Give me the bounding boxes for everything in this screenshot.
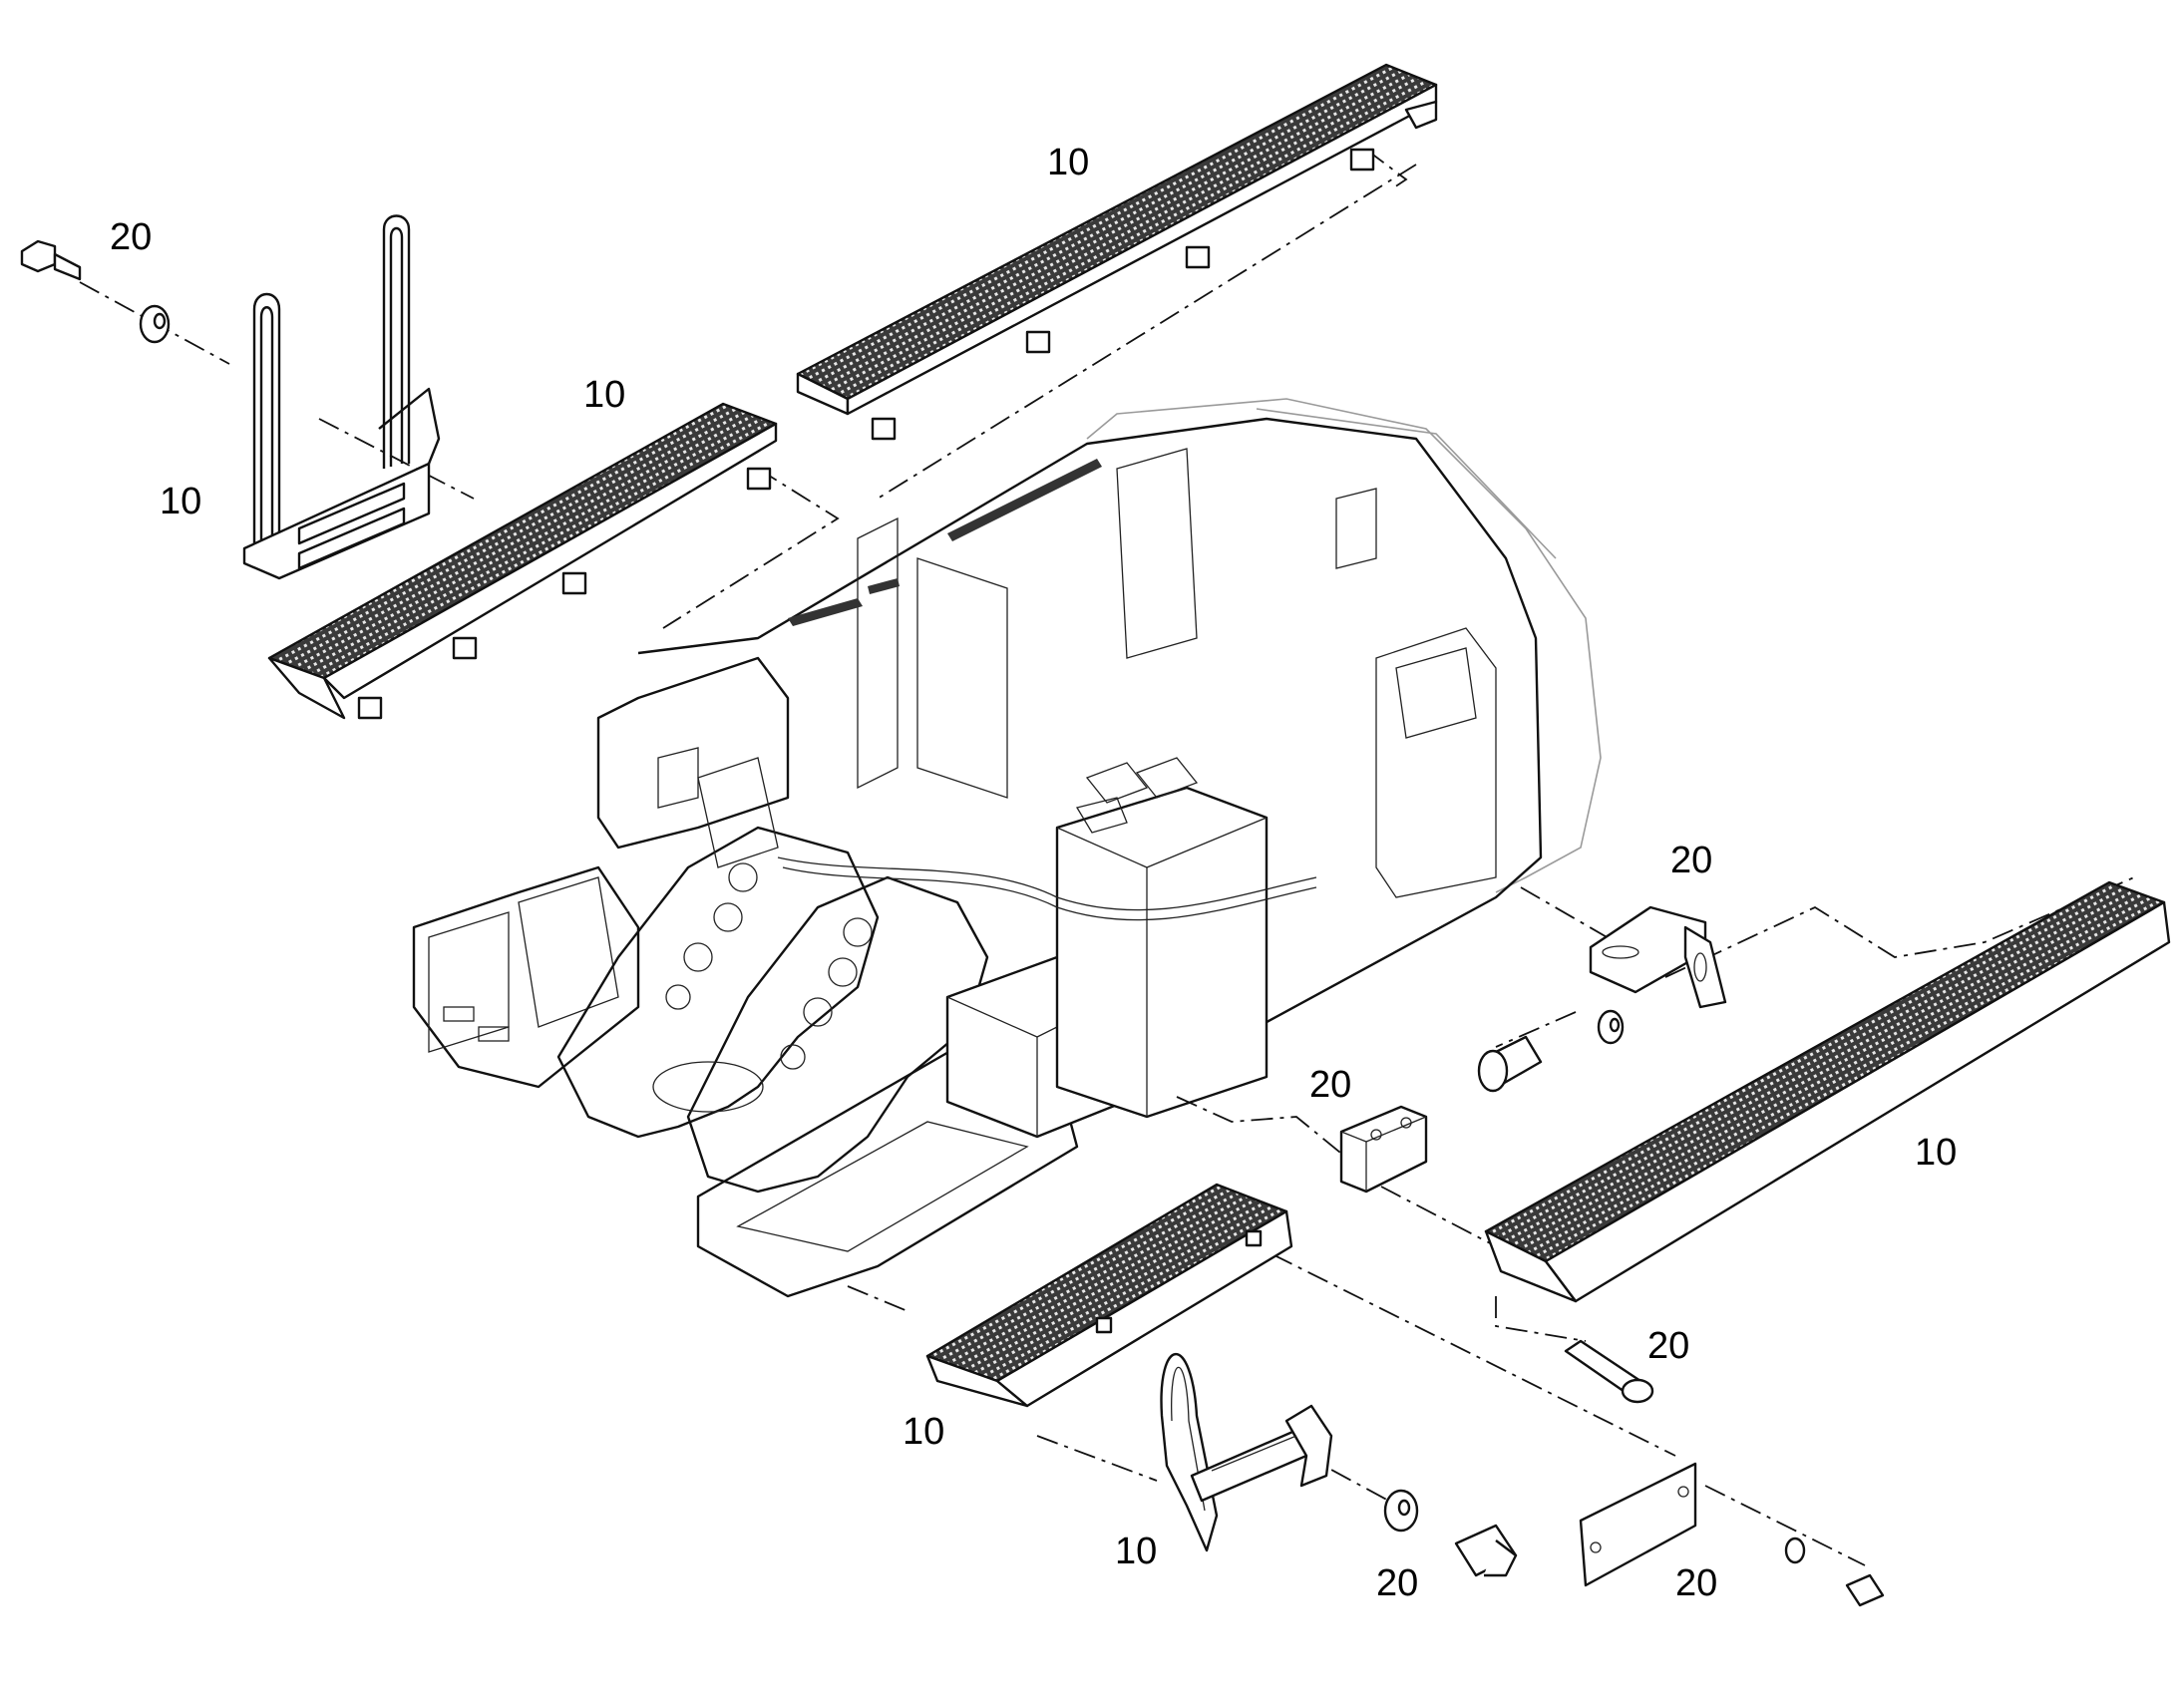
long-screw-right	[1564, 1339, 1654, 1404]
assembly-leader-lines	[79, 149, 2135, 1566]
step-left	[267, 402, 778, 720]
callout-handrail-front: 10	[1115, 1531, 1157, 1572]
step-right	[1484, 880, 2171, 1303]
callout-bracket-right: 20	[1670, 840, 1712, 881]
bolt-front	[1383, 1489, 1518, 1577]
callout-labels: 10 20 10 10 20 20 10 20 10 10 20 20	[110, 142, 1957, 1604]
callout-step-left: 10	[583, 374, 625, 416]
spacer-block	[1339, 1105, 1428, 1194]
plate-front	[1579, 1462, 1885, 1607]
callout-step-top: 10	[1047, 142, 1089, 183]
callout-spacer-block: 20	[1309, 1064, 1351, 1106]
callout-screw-right: 20	[1647, 1325, 1689, 1367]
step-top	[796, 63, 1438, 441]
callout-handrail-left: 10	[160, 481, 201, 522]
callout-plate-front: 20	[1675, 1562, 1717, 1604]
step-front	[925, 1183, 1293, 1408]
bolt-top-left	[20, 239, 171, 344]
handrail-left	[242, 214, 441, 580]
callout-bolt-front: 20	[1376, 1562, 1418, 1604]
bracket-right	[1589, 905, 1727, 1009]
callout-step-front: 10	[903, 1411, 944, 1453]
handrail-front	[1160, 1353, 1333, 1552]
callout-step-right: 10	[1915, 1132, 1957, 1174]
upper-frame-assembly	[412, 398, 1602, 1298]
callout-bolt-top-left: 20	[110, 216, 152, 258]
socket-screw-right	[1477, 1009, 1625, 1093]
